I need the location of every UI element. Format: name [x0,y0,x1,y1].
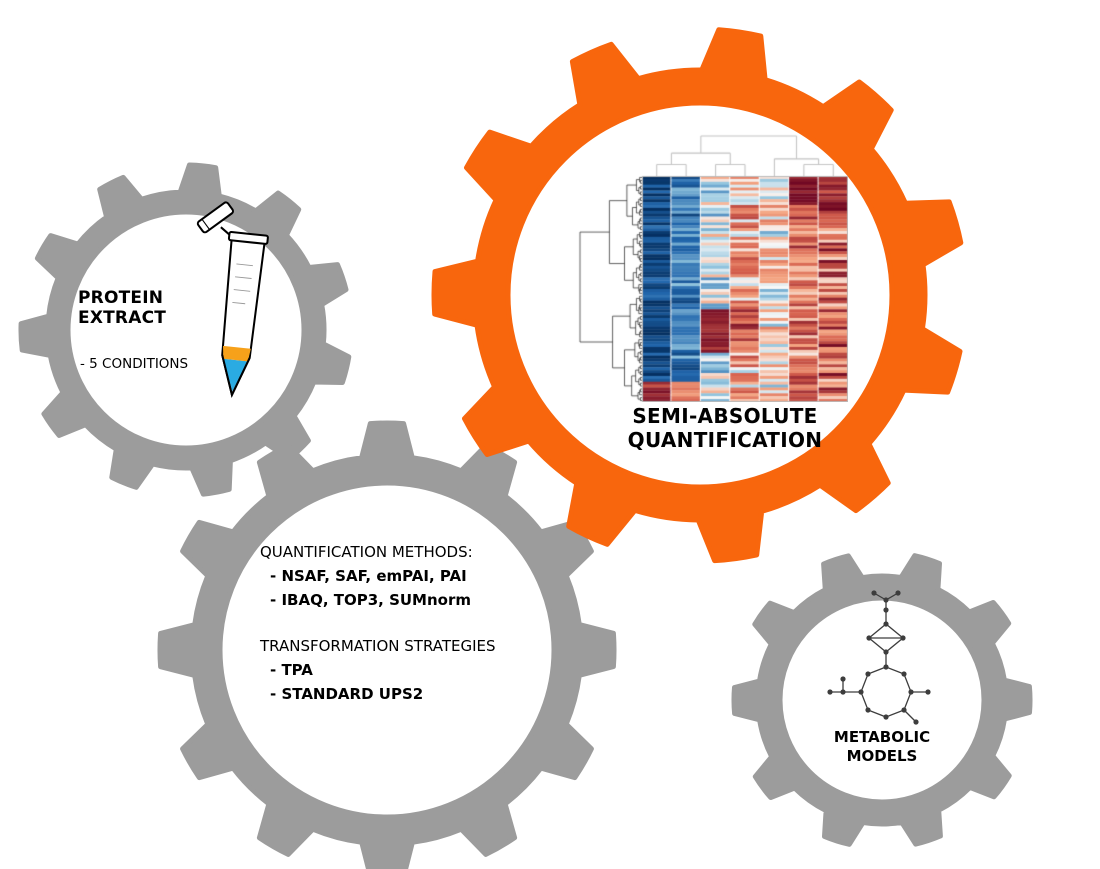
quantification-method-item: - IBAQ, TOP3, SUMnorm [270,591,471,609]
tube-cap [196,201,235,234]
transformation-strategy-item: - STANDARD UPS2 [270,685,424,703]
heatmap-figure [576,116,848,402]
protein-extract-title-line1: PROTEIN [78,288,164,308]
semi-absolute-title-line2: QUANTIFICATION [627,428,823,452]
metabolic-models-title: METABOLIC MODELS [812,728,952,766]
protein-extract-title: PROTEIN EXTRACT [78,288,166,328]
gear-quantification [157,420,617,869]
tube-band-orange [223,345,251,362]
transformation-strategy-item: - TPA [270,661,313,679]
protein-extract-title-line2: EXTRACT [78,308,167,328]
text-spacer [260,612,496,634]
semi-absolute-title: SEMI-ABSOLUTE QUANTIFICATION [575,404,875,452]
tube-illustration [196,201,269,398]
tube-liquid-blue [223,358,248,392]
metabolic-network-illustration [827,590,931,725]
quantification-methods-text: QUANTIFICATION METHODS: - NSAF, SAF, emP… [260,540,496,706]
metabolic-models-title-line1: METABOLIC [833,728,931,746]
gear-metabolic-models [731,553,1033,847]
gear-protein-extract [18,162,352,497]
protein-extract-bullet: - 5 CONDITIONS [80,356,189,372]
quantification-methods-heading: QUANTIFICATION METHODS: [260,543,473,561]
transformation-strategies-heading: TRANSFORMATION STRATEGIES [260,637,496,655]
metabolic-models-title-line2: MODELS [846,747,918,765]
semi-absolute-title-line1: SEMI-ABSOLUTE [632,404,818,428]
quantification-method-item: - NSAF, SAF, emPAI, PAI [270,567,467,585]
